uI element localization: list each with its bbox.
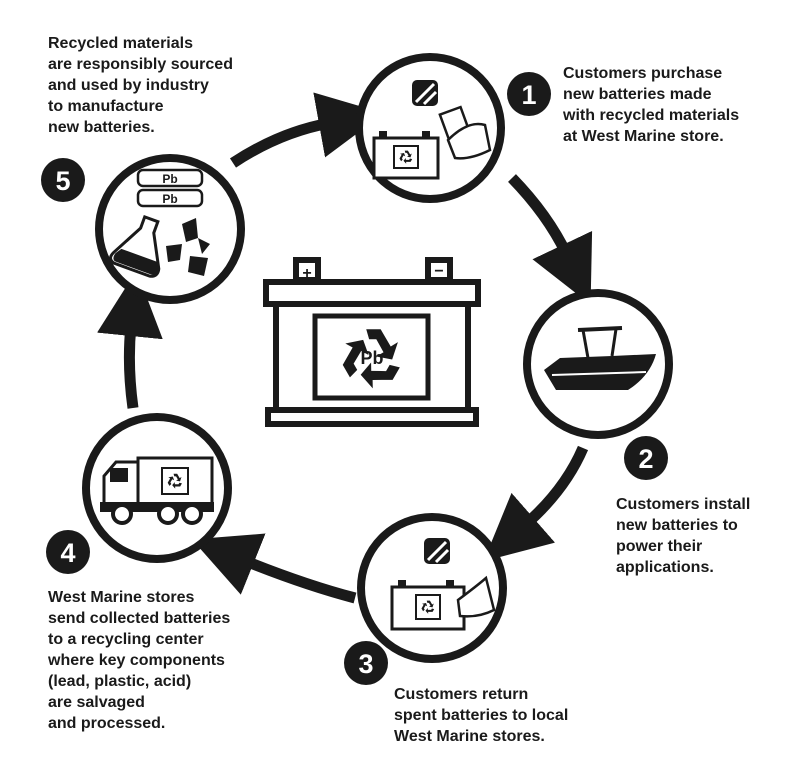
plastic-fragments-icon — [166, 218, 210, 276]
caption-line: new batteries made — [563, 86, 712, 103]
svg-text:+: + — [302, 265, 311, 282]
step-1-badge: 1 — [507, 72, 551, 116]
arrow-3-to-4 — [191, 533, 357, 604]
caption-line: Customers purchase — [563, 65, 723, 82]
arrow-2-to-3 — [483, 445, 589, 562]
boat-icon — [544, 326, 656, 390]
step-4-caption: West Marine stores send collected batter… — [48, 587, 230, 734]
ingot-label-top: Pb — [162, 172, 177, 186]
caption-line: West Marine stores. — [394, 728, 545, 745]
center-battery-icon: + − Pb — [263, 257, 481, 427]
step-5-circle: Pb Pb — [95, 154, 245, 304]
caption-line: with recycled materials — [563, 107, 740, 124]
step-5-badge: 5 — [41, 158, 85, 202]
step-1-circle — [355, 53, 505, 203]
arrow-4-to-5 — [97, 270, 163, 409]
caption-line: applications. — [616, 559, 714, 576]
recycling-truck-icon — [100, 456, 214, 525]
step-4-circle — [82, 413, 232, 563]
caption-line: are salvaged — [48, 694, 145, 711]
caption-line: power their — [616, 538, 703, 555]
ingot-label-bottom: Pb — [162, 192, 177, 206]
cycle-arrows — [97, 92, 593, 604]
caption-line: send collected batteries — [48, 610, 231, 627]
arrow-1-to-2 — [508, 174, 593, 305]
caption-line: to manufacture — [48, 98, 164, 115]
arrow-5-to-1 — [229, 92, 385, 168]
step-3-badge: 3 — [344, 641, 388, 685]
caption-line: new batteries. — [48, 119, 155, 136]
step-5-caption: Recycled materials are responsibly sourc… — [48, 33, 233, 138]
caption-line: and processed. — [48, 715, 166, 732]
step-2-number: 2 — [638, 444, 653, 474]
step-5-number: 5 — [55, 166, 70, 196]
caption-line: to a recycling center — [48, 631, 204, 648]
caption-line: spent batteries to local — [394, 707, 569, 724]
caption-line: Customers install — [616, 496, 751, 513]
step-4-number: 4 — [60, 538, 75, 568]
caption-line: West Marine stores — [48, 589, 195, 606]
step-2-circle — [523, 289, 673, 439]
step-4-badge: 4 — [46, 530, 90, 574]
battery-purchase-icon — [372, 80, 492, 180]
caption-line: at West Marine store. — [563, 128, 724, 145]
step-3-circle — [357, 513, 507, 663]
caption-line: are responsibly sourced — [48, 56, 233, 73]
flask-icon — [109, 214, 161, 278]
step-1-number: 1 — [521, 80, 536, 110]
caption-line: where key components — [48, 652, 225, 669]
step-2-caption: Customers install new batteries to power… — [616, 494, 750, 578]
materials-icon: Pb Pb — [109, 168, 210, 278]
caption-line: Recycled materials — [48, 35, 193, 52]
step-1-caption: Customers purchase new batteries made wi… — [563, 63, 739, 147]
caption-line: Customers return — [394, 686, 529, 703]
caption-line: and used by industry — [48, 77, 209, 94]
caption-line: (lead, plastic, acid) — [48, 673, 192, 690]
step-3-caption: Customers return spent batteries to loca… — [394, 684, 568, 747]
caption-line: new batteries to — [616, 517, 738, 534]
step-3-number: 3 — [358, 649, 373, 679]
lead-ingot-icon — [136, 188, 204, 208]
center-battery-label: Pb — [360, 348, 383, 368]
lead-ingot-icon — [136, 168, 204, 188]
step-2-badge: 2 — [624, 436, 668, 480]
battery-return-icon — [390, 538, 496, 631]
svg-text:−: − — [434, 263, 443, 280]
